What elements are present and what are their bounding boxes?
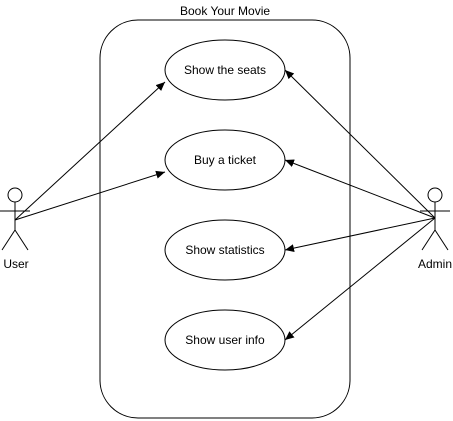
association-admin-show-statistics	[284, 217, 436, 253]
associations	[14, 69, 436, 341]
system-boundary-rect	[99, 19, 351, 419]
use-case-label: Show the seats	[184, 63, 266, 77]
association-admin-buy-ticket	[284, 159, 436, 219]
use-case-buy-ticket[interactable]: Buy a ticket	[164, 129, 286, 191]
use-case-show-seats[interactable]: Show the seats	[164, 39, 286, 101]
use-case-show-statistics[interactable]: Show statistics	[164, 219, 286, 281]
stick-figure-icon	[0, 187, 30, 251]
actor-label: Admin	[418, 257, 452, 271]
actor-user[interactable]: User	[0, 187, 30, 271]
system-title: Book Your Movie	[180, 4, 270, 18]
actor-label: User	[3, 257, 28, 271]
use-case-label: Buy a ticket	[194, 153, 257, 167]
stick-figure-icon	[420, 187, 450, 251]
association-admin-show-seats	[284, 69, 436, 219]
actor-admin[interactable]: Admin	[418, 187, 452, 271]
association-user-show-seats	[14, 81, 166, 221]
association-user-buy-ticket	[14, 170, 166, 221]
system-boundary: Book Your Movie	[99, 4, 351, 419]
association-admin-show-user-info	[284, 217, 436, 341]
use-case-show-user-info[interactable]: Show user info	[164, 309, 286, 371]
use-case-label: Show statistics	[185, 243, 264, 257]
use-case-label: Show user info	[185, 333, 265, 347]
